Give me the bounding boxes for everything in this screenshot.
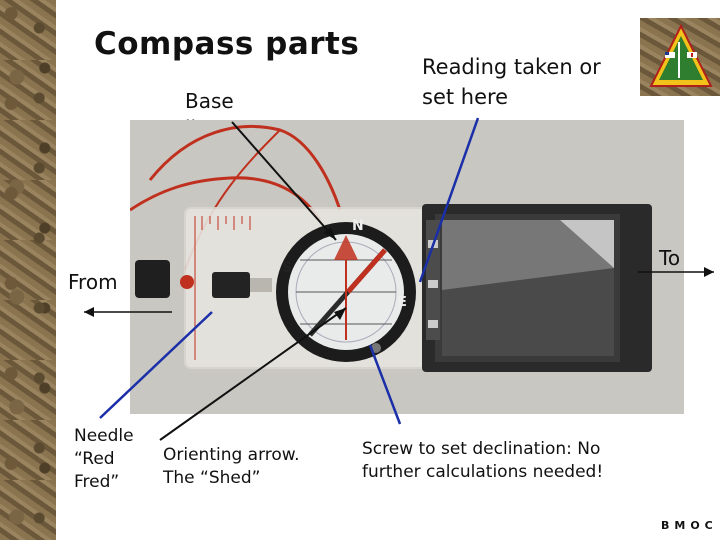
orient-line1: Orienting arrow. [163,445,300,465]
compass-illustration: S N E [130,120,684,414]
from-label: From [68,270,118,294]
dial-letter-e: E [398,295,407,310]
orienting-arrow-label: Orienting arrow. The “Shed” [163,444,300,490]
reading-label: Reading taken or set here [422,52,601,112]
orient-line2: The “Shed” [163,468,261,488]
needle-line2: “Red [74,449,115,469]
screw-label: Screw to set declination: No further cal… [362,438,603,484]
logo [640,18,720,96]
dial-letter-s: S [282,260,292,276]
orienting-arrow-pointer [159,307,347,441]
base-lines-pointer [231,121,337,241]
wood-texture-sidebar [0,0,56,540]
dial-letter-n: N [352,218,364,234]
screw-line1: Screw to set declination: No [362,439,601,459]
needle-pointer [99,311,213,419]
triangle-emblem-icon [649,23,713,87]
needle-line1: Needle [74,426,134,446]
to-label: To [659,246,681,270]
slide-title: Compass parts [94,26,360,62]
needle-line3: Fred” [74,472,120,492]
base-lines-line1: Base [185,89,234,113]
needle-label: Needle “Red Fred” [74,425,134,494]
screw-line2: further calculations needed! [362,462,604,482]
brand-footer: BMOC [661,519,718,532]
reading-line2: set here [422,85,509,109]
compass-photo: S N E [130,120,684,414]
screw-pointer [368,344,402,425]
reading-pointer [418,117,480,283]
reading-line1: Reading taken or [422,55,601,79]
